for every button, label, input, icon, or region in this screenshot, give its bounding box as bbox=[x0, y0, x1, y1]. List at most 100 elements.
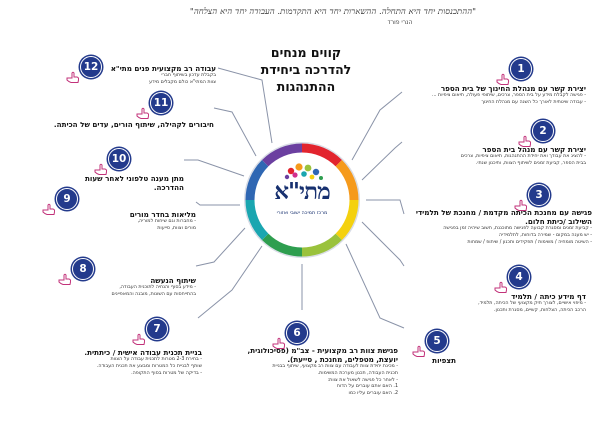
item-line: בהתייחסות עם השונות, מובנה והמאפיינים bbox=[111, 291, 196, 297]
item-line: - מחברות וגם שיחות למוריה, bbox=[137, 219, 196, 224]
pointing-hand-icon bbox=[136, 107, 150, 119]
item-line: 2. האם עוברים עליו כמו bbox=[348, 391, 398, 397]
item-line: תכנית העבודה, תכנון מערכת המשימות. bbox=[317, 370, 398, 376]
pointing-hand-icon bbox=[496, 73, 510, 85]
pointing-hand-icon bbox=[494, 281, 508, 293]
ring-segment bbox=[245, 199, 269, 240]
item-7: בניית תכנית עבודה אישית / כיתתית. - בחיר… bbox=[36, 348, 202, 377]
item-title: מתן מענה טלפוני לאחר שעות ההדרכה. bbox=[84, 174, 184, 192]
item-line: - להציג את עבודך ואת יחידת ההתנהגות, תיא… bbox=[460, 154, 586, 159]
title-line: להדרכה ביחידת bbox=[260, 62, 352, 77]
item-3: פגישה עם מחנכת הכיתה מקדמת / מחנכת של תל… bbox=[402, 208, 592, 246]
step-badge-1: 1 bbox=[510, 58, 532, 80]
connector-4 bbox=[361, 221, 405, 267]
step-badge-2: 2 bbox=[532, 120, 554, 142]
item-title: שיתוף הנעשה bbox=[150, 276, 196, 285]
pointing-hand-icon bbox=[58, 273, 72, 285]
pointing-hand-icon bbox=[412, 345, 426, 357]
ring-segment bbox=[262, 143, 303, 167]
item-title: עבודה רב מקצועית פנים מתי"א bbox=[110, 64, 216, 73]
step-badge-11: 11 bbox=[150, 92, 172, 114]
connector-9 bbox=[195, 201, 240, 206]
ring-segment bbox=[245, 160, 269, 201]
item-line: - פגישה לקבלת מידע על בית הספר, צרכים, ש… bbox=[431, 93, 586, 98]
step-badge-7: 7 bbox=[146, 318, 168, 340]
connector-10 bbox=[184, 159, 245, 177]
page-title: קווים מנחים להדרכה ביחידת ההתנהגות bbox=[236, 44, 376, 95]
item-5: תצפיות bbox=[396, 356, 456, 365]
step-badge-8: 8 bbox=[72, 258, 94, 280]
step-badge-5: 5 bbox=[426, 330, 448, 352]
center-emblem bbox=[244, 142, 360, 258]
step-badge-4: 4 bbox=[508, 266, 530, 288]
item-1: יצירת קשר עם מנהלת החינוך של בית הספר - … bbox=[402, 84, 586, 107]
item-8: שיתוף הנעשה - מידע בסוף והנחיה לתוכנית ה… bbox=[60, 276, 196, 299]
pointing-hand-icon bbox=[518, 135, 532, 147]
item-line: - בחירת 2-3 מטרות לתכנית עבודה על הצוות bbox=[110, 357, 202, 362]
connector-3 bbox=[366, 199, 405, 215]
connector-8 bbox=[195, 227, 246, 267]
item-title: תצפיות bbox=[432, 356, 456, 365]
ring-segment bbox=[301, 233, 342, 257]
logo-dots-icon bbox=[284, 163, 323, 180]
item-title: חיבורים לקהילה, שיתוף הורים, עדים של הכי… bbox=[53, 120, 214, 129]
connector-2 bbox=[361, 141, 403, 181]
pointing-hand-icon bbox=[42, 203, 56, 215]
item-line: - מכינת יחידת צוות לעבודה עם צוות רב מקצ… bbox=[272, 364, 398, 369]
item-title: יצירת קשר עם מנהלת החינוך של בית הספר bbox=[440, 84, 586, 93]
pointing-hand-icon bbox=[66, 71, 80, 83]
pointing-hand-icon bbox=[94, 163, 108, 175]
item-2: יצירת קשר עם מנהל בית הספר - להציג את עב… bbox=[402, 145, 586, 168]
logo-subtitle: מרכז תמיכה ישובי ואזורי bbox=[276, 210, 328, 216]
step-badge-12: 12 bbox=[80, 56, 102, 78]
item-9: מליאות בחדר מורים - מחברות וגם שיחות למו… bbox=[60, 210, 196, 233]
connector-11 bbox=[213, 107, 257, 157]
item-line: שותף לבניית כל המטרות ומבצע את תכנית העב… bbox=[96, 363, 202, 369]
item-title: מליאות בחדר מורים bbox=[129, 210, 196, 219]
item-title: בניית תכנית עבודה אישית / כיתתית. bbox=[84, 348, 202, 357]
pointing-hand-icon bbox=[132, 333, 146, 345]
header-quote: "ההתכנסות יחד היא התחלה. ההשארות יחד היא… bbox=[189, 7, 477, 17]
pointing-hand-icon bbox=[272, 337, 286, 349]
item-title: פגישת צוות רב מקצועית - צב"מ (פסיכולוגית… bbox=[247, 346, 398, 364]
item-title: פגישה עם מחנכת הכיתה מקדמת / מחנכת של תל… bbox=[415, 208, 592, 226]
item-4: דף מידע כיתה / תלמיד - מיפוי אישיים, לצו… bbox=[402, 292, 586, 315]
logo-wordmark: מתי"א bbox=[274, 178, 330, 205]
item-line: - מידע בסוף והנחיה לתוכנית העבודה, bbox=[119, 285, 196, 290]
pointing-hand-icon bbox=[514, 199, 528, 211]
item-10: מתן מענה טלפוני לאחר שעות ההדרכה. bbox=[64, 174, 184, 192]
ring-segment bbox=[262, 233, 303, 257]
step-badge-6: 6 bbox=[286, 322, 308, 344]
step-badge-3: 3 bbox=[528, 184, 550, 206]
step-badge-9: 9 bbox=[56, 188, 78, 210]
item-line: - יש מענה במקום - שמירה בדוחות, לתלמידיה bbox=[499, 232, 592, 238]
title-line: ההתנהגות bbox=[276, 79, 336, 94]
item-line: הרכב הכיתה, הצלחות, קשיים, מסגרת ותכנון. bbox=[493, 307, 586, 313]
ring-segment bbox=[301, 143, 342, 167]
item-line: - עבודה שיטתית לאורך כל השנה עם מנהלת הח… bbox=[481, 99, 586, 105]
connector-12 bbox=[217, 67, 273, 144]
connector-5 bbox=[345, 243, 405, 329]
step-badge-10: 10 bbox=[108, 148, 130, 170]
item-line: 1. האם אתם עוברים על הדוח bbox=[336, 384, 398, 390]
ring-segment bbox=[335, 199, 359, 240]
item-line: בקבלת עדכון בשיתוף חברי bbox=[161, 73, 216, 78]
item-title: יצירת קשר עם מנהל בית הספר bbox=[482, 145, 586, 154]
item-line: מורים וצוות, סייעות bbox=[157, 225, 196, 231]
item-line: - מיפוי אישיים, לצורך תיק מקצועי של הכית… bbox=[478, 301, 586, 306]
item-line: - השיטה מומחיה / משימות / תפקידים ותכנון… bbox=[467, 239, 592, 245]
item-line: - קביעת זמנים ומסגרת קבועה לפגישה מתוכננ… bbox=[443, 226, 592, 231]
item-11: חיבורים לקהילה, שיתוף הורים, עדים של הכי… bbox=[36, 120, 214, 129]
connector-1 bbox=[351, 91, 403, 161]
connector-7 bbox=[197, 245, 263, 319]
ring-segment bbox=[335, 160, 359, 201]
item-line: צוות המתי"א כולם מקבלים מידע bbox=[149, 79, 216, 85]
title-line: קווים מנחים bbox=[270, 45, 342, 60]
item-line: בבית הספר, קביעת זמנים לשיתוף הצוות, ותי… bbox=[475, 160, 586, 166]
item-12: עבודה רב מקצועית פנים מתי"א בקבלת עדכון … bbox=[96, 64, 216, 87]
item-line: - לאחר כל פגישה לשאול את צוות: bbox=[327, 377, 398, 383]
item-line: - בדיקה של מטרות בסוף התקופה. bbox=[131, 370, 202, 376]
item-6: פגישת צוות רב מקצועית - צב"מ (פסיכולוגית… bbox=[226, 346, 398, 398]
quote-author: הנרי פורד bbox=[387, 19, 413, 26]
